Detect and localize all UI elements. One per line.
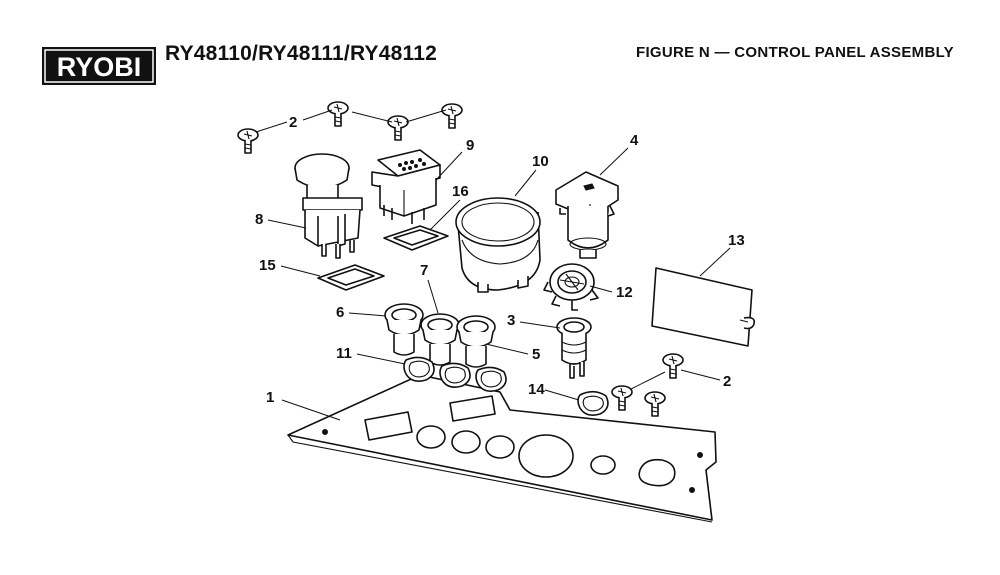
callout-9: 9 xyxy=(466,137,474,154)
callout-1: 1 xyxy=(266,389,274,406)
part-5-round-switch xyxy=(456,315,496,368)
callout-4: 4 xyxy=(630,132,639,149)
callout-7: 7 xyxy=(420,262,428,279)
callout-12: 12 xyxy=(616,284,633,301)
part-8-push-button-switch xyxy=(294,153,363,259)
leader-lines xyxy=(255,109,731,421)
svg-text:RYOBI: RYOBI xyxy=(57,52,142,82)
callout-13: 13 xyxy=(728,232,745,249)
figure-title: FIGURE N — CONTROL PANEL ASSEMBLY xyxy=(636,44,954,61)
part-7-round-switch xyxy=(420,313,460,366)
part-2-screws-top xyxy=(237,101,463,154)
part-4-dc-socket xyxy=(555,171,619,259)
part-15-rectangular-gasket xyxy=(317,264,385,291)
part-16-rectangular-gasket xyxy=(383,225,449,251)
part-2-screws-right xyxy=(611,353,684,417)
callout-15: 15 xyxy=(259,257,276,274)
part-13-cover-plate xyxy=(651,267,756,347)
callout-labels: 1 2 2 3 4 5 6 7 8 9 10 11 12 13 14 15 16 xyxy=(255,114,745,406)
callout-6: 6 xyxy=(336,304,344,321)
callout-5: 5 xyxy=(532,346,540,363)
callout-11: 11 xyxy=(336,345,352,362)
page-header: RYOBI RY48110/RY48111/RY48112 FIGURE N —… xyxy=(0,0,1000,90)
callout-8: 8 xyxy=(255,211,263,228)
callout-2-top: 2 xyxy=(289,114,297,131)
part-14-round-gasket xyxy=(577,390,609,416)
callout-16: 16 xyxy=(452,183,469,200)
part-10-gauge-meter xyxy=(455,197,541,293)
model-numbers: RY48110/RY48111/RY48112 xyxy=(165,42,438,65)
part-11-round-gaskets xyxy=(403,356,507,392)
part-12-circuit-breaker xyxy=(543,263,599,311)
callout-2-right: 2 xyxy=(723,373,731,390)
ryobi-logo: RYOBI xyxy=(42,47,156,85)
part-3-power-socket xyxy=(556,317,592,379)
part-9-rocker-switch xyxy=(371,149,441,224)
callout-14: 14 xyxy=(528,381,545,398)
callout-10: 10 xyxy=(532,153,549,170)
callout-3: 3 xyxy=(507,312,515,329)
part-6-round-switch xyxy=(384,303,424,356)
part-1-control-panel-plate xyxy=(287,374,717,523)
